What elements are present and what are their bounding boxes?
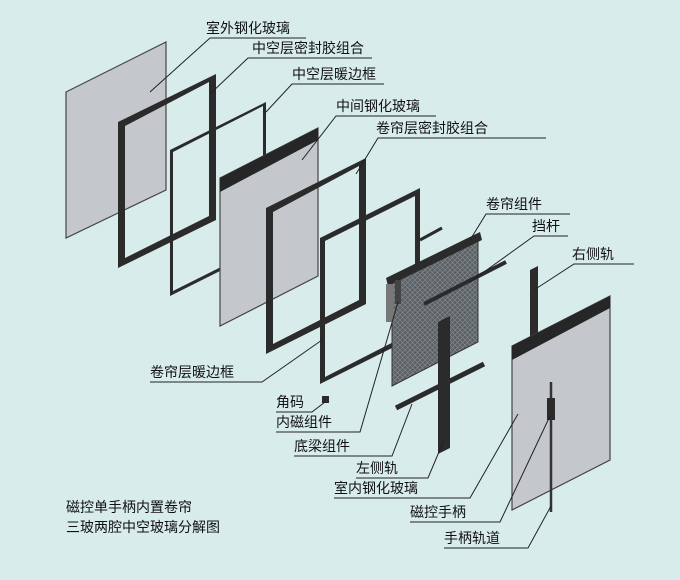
- leader-left-rail: [356, 439, 445, 479]
- middle-glass-top-band: [220, 128, 318, 192]
- label-bottom-beam: 底梁组件: [294, 439, 350, 455]
- corner-key: [322, 396, 329, 403]
- caption-line-2: 三玻两腔中空玻璃分解图: [66, 519, 220, 536]
- leader-stop-rod: [469, 235, 568, 283]
- leader-blind-spacer: [150, 339, 323, 383]
- label-inner-magnet: 内磁组件: [276, 415, 332, 431]
- label-hollow-seal: 中空层密封胶组合: [252, 40, 364, 57]
- blind-roller: [386, 232, 482, 286]
- label-blind-assembly: 卷帘组件: [486, 197, 542, 213]
- label-inner-glass: 室内钢化玻璃: [334, 480, 418, 497]
- leader-blind-assembly: [469, 213, 570, 241]
- stop-rod-upper: [419, 226, 443, 242]
- label-corner-key: 角码: [276, 395, 304, 411]
- leader-bottom-beam: [294, 403, 413, 457]
- leader-inner-glass: [334, 413, 519, 499]
- leader-corner-key: [276, 401, 326, 413]
- leader-inner-magnet: [276, 301, 399, 433]
- label-stop-rod: 挡杆: [532, 219, 560, 235]
- magnetic-handle: [547, 398, 555, 420]
- inner-magnet: [395, 280, 401, 304]
- leader-handle-track: [444, 505, 552, 549]
- label-magnet-handle: 磁控手柄: [410, 505, 466, 521]
- leader-right-rail: [533, 263, 634, 291]
- outer-glass-pane: [65, 41, 167, 239]
- label-right-rail: 右侧轨: [572, 247, 614, 263]
- leader-outer-glass: [149, 37, 306, 93]
- leader-magnet-handle: [410, 415, 551, 523]
- leader-middle-glass: [301, 115, 436, 161]
- label-blind-spacer: 卷帘层暖边框: [150, 365, 234, 381]
- caption-line-1: 磁控单手柄内置卷帘: [66, 500, 192, 516]
- label-blind-seal: 卷帘层密封胶组合: [376, 120, 488, 137]
- blind-end-cap: [386, 284, 394, 322]
- leader-hollow-spacer: [265, 83, 384, 113]
- leader-blind-seal: [355, 137, 546, 175]
- label-outer-glass: 室外钢化玻璃: [206, 20, 290, 37]
- label-middle-glass: 中间钢化玻璃: [336, 98, 420, 115]
- stop-rod: [423, 260, 507, 306]
- bottom-beam: [394, 361, 486, 411]
- inner-glass-top-band: [512, 296, 610, 360]
- inner-glass-pane: [511, 295, 611, 511]
- leader-lines: [149, 37, 634, 549]
- label-left-rail: 左侧轨: [356, 461, 398, 477]
- label-hollow-spacer: 中空层暖边框: [292, 67, 376, 83]
- leader-hollow-seal: [209, 57, 372, 95]
- label-handle-track: 手柄轨道: [444, 531, 500, 547]
